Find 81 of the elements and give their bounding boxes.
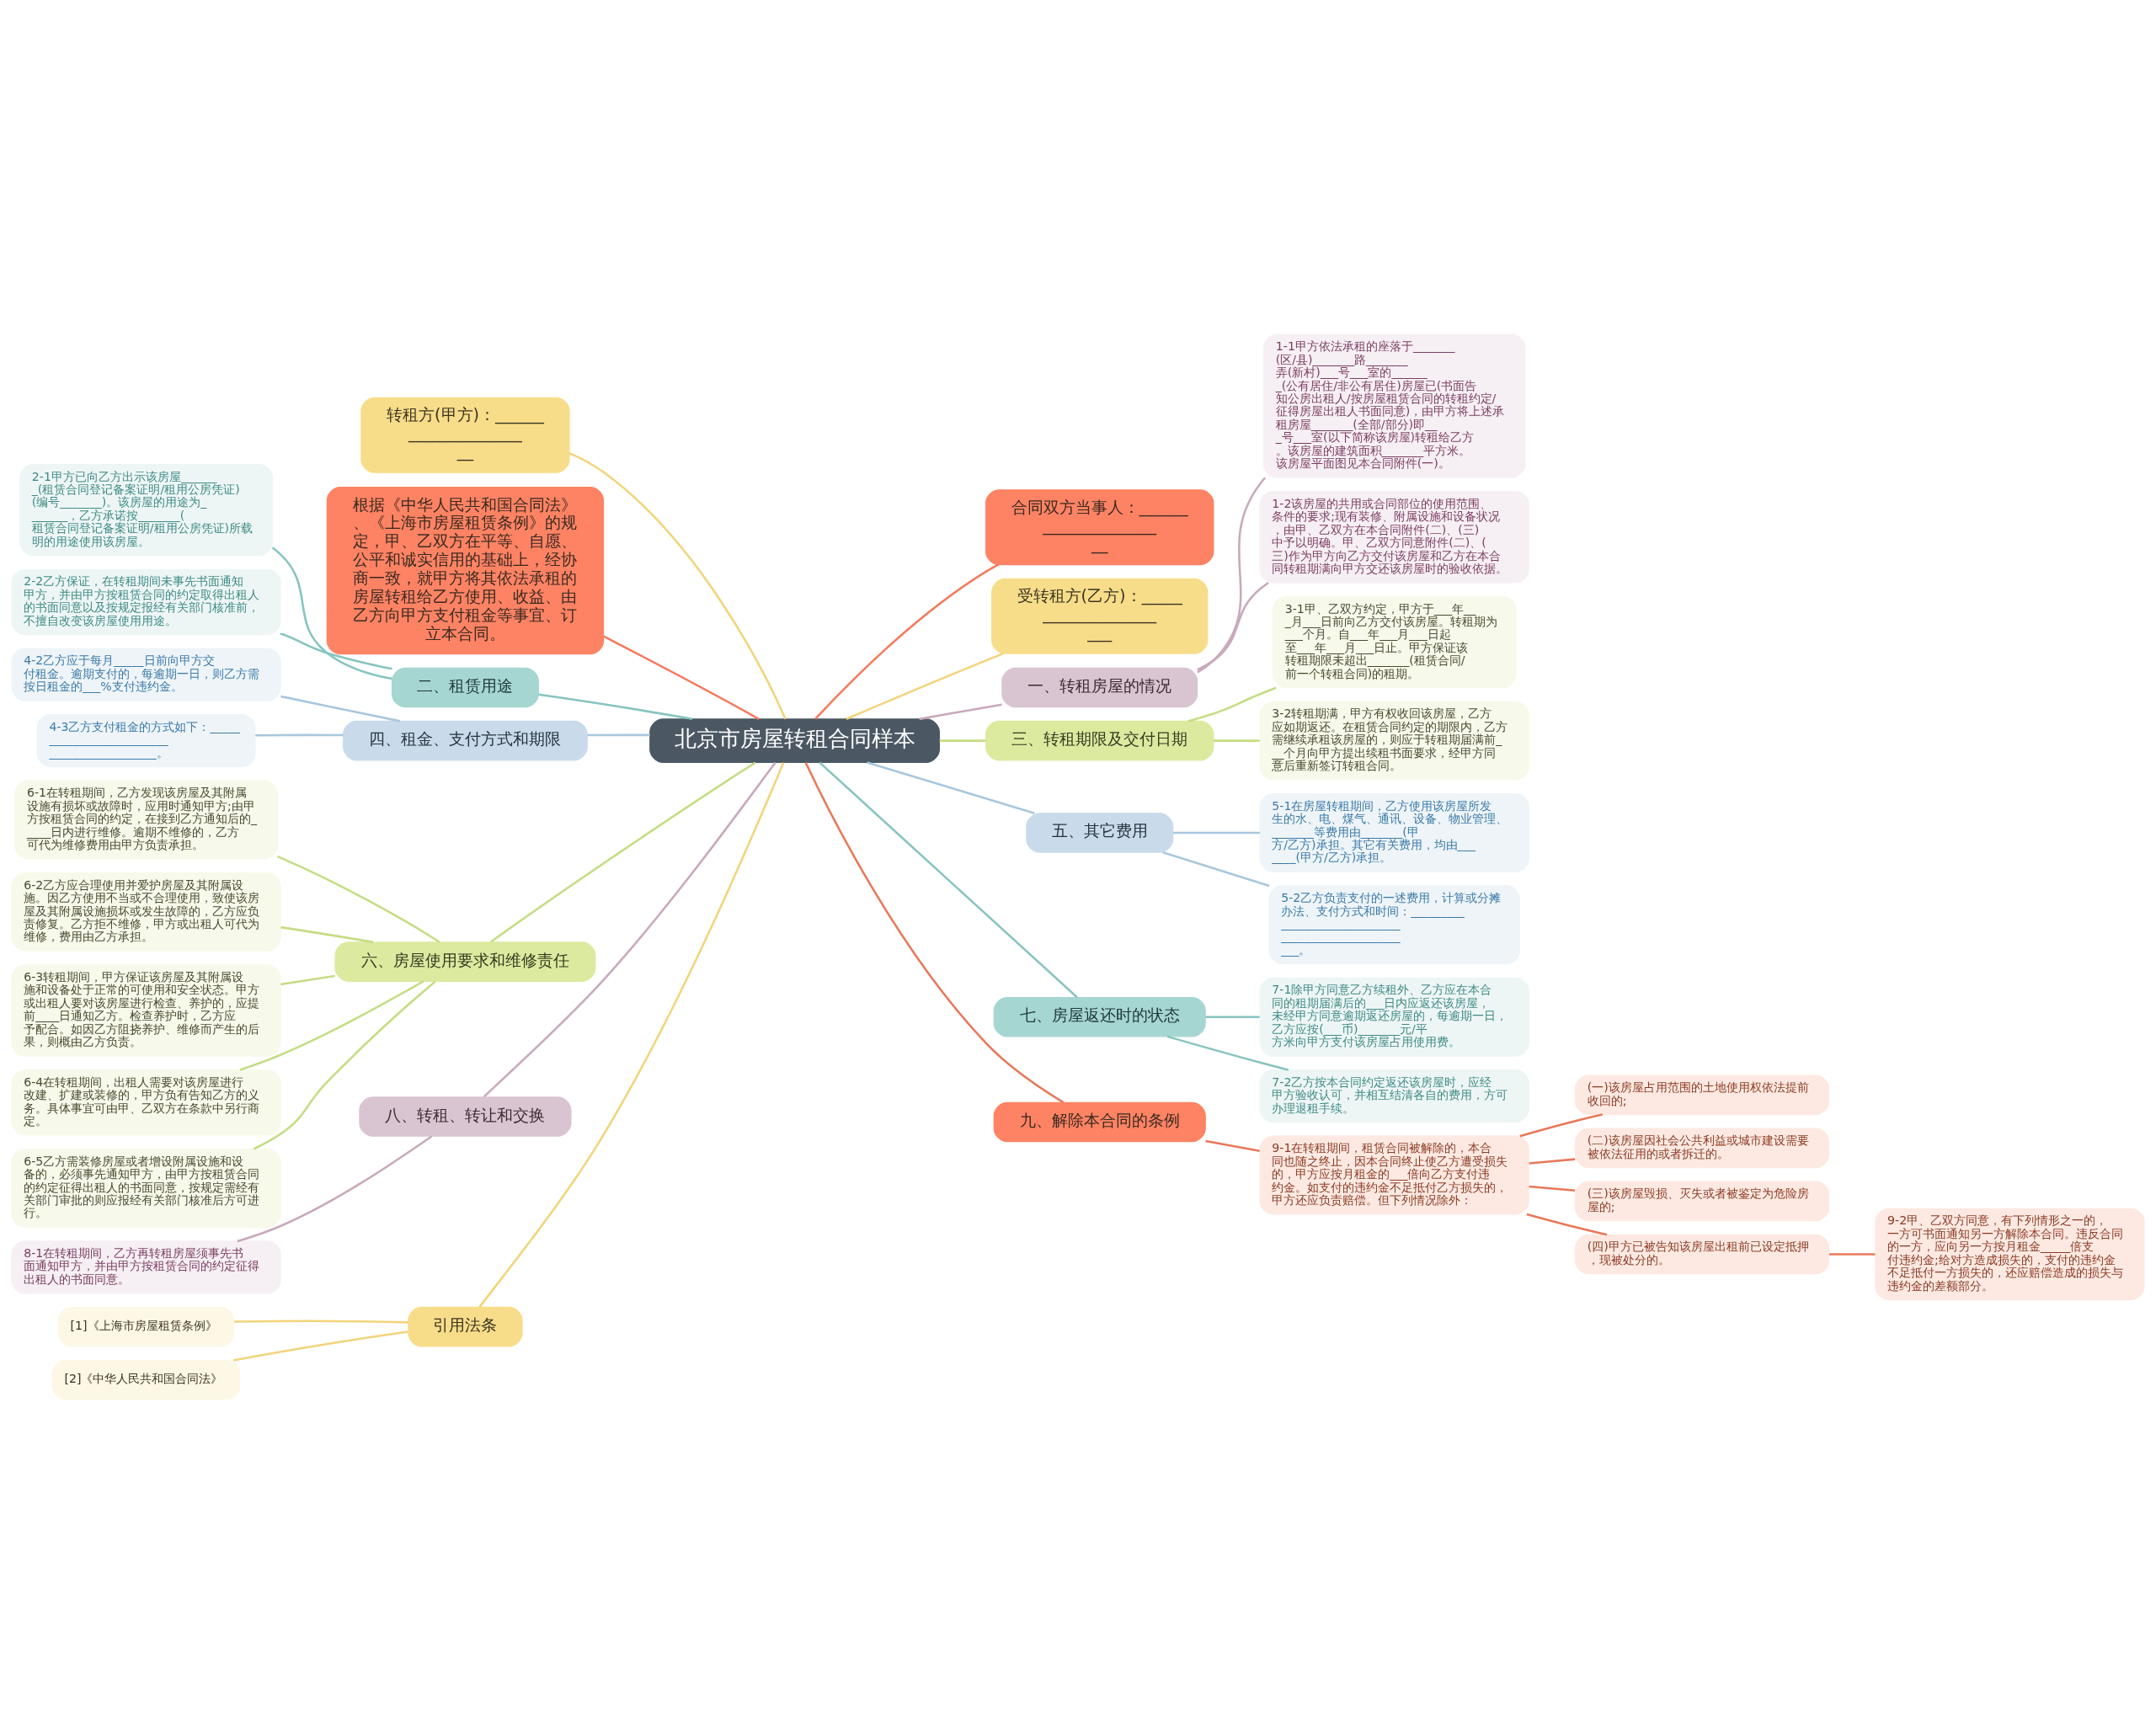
node-box: 7-2乙方按本合同约定返还该房屋时，应经甲方验收认可，并相互结清各自的费用，方可办理退租手续。 — [1259, 1069, 1529, 1122]
connector — [814, 563, 999, 719]
connector — [237, 1134, 433, 1242]
node-box: 6-4在转租期间，出租人需要对该房屋进行改建、扩建或装修的，甲方负有告知乙方的义务。具体事宜可由甲、乙双方在条款中另行商定。 — [11, 1069, 281, 1136]
connector — [939, 739, 986, 742]
connector — [819, 760, 1078, 998]
node-box: 4-3乙方支付租金的方式如下：___________________________________________。 — [36, 713, 256, 767]
node-box: [1]《上海市房屋租赁条例》 — [57, 1306, 235, 1346]
connector — [280, 925, 374, 943]
node-box: 2-2乙方保证，在转租期间未事先书面通知甲方，并由甲方按租赁合同的约定取得出租人的书面同意以及按规定报经有关部门核准前，不擅自改变该房屋使用用途。 — [11, 568, 281, 635]
connector — [1519, 1112, 1603, 1137]
connector — [603, 635, 760, 720]
connector — [1213, 739, 1260, 742]
connector — [232, 1330, 408, 1362]
node-box: 5-1在房屋转租期间，乙方使用该房屋所发生的水、电、煤气、通讯、设备、物业管理、_______等费用由_______(甲方/乙方)承担。其它有关费用，均由_______(甲方/乙方)承担。 — [1259, 792, 1529, 872]
connector — [234, 1320, 408, 1324]
node-box: 五、其它费用 — [1026, 812, 1174, 853]
connector — [276, 855, 440, 943]
connector — [1197, 476, 1267, 674]
node-box: 八、转租、转让和交换 — [359, 1096, 572, 1137]
connector — [919, 702, 1002, 720]
node-box: 3-1甲、乙双方约定，甲方于___年___月___日前向乙方交付该房屋。转租期为___个月。自___年___月___日起至___年___月___日止。甲方保证该转租期限未超出_______(租赁合同/前一个转租合同)的租期。 — [1272, 595, 1517, 688]
node-box: (二)该房屋因社会公共利益或城市建设需要被依法征用的或者拆迁的。 — [1574, 1128, 1830, 1168]
node-box: 引用法条 — [408, 1306, 523, 1346]
node-box: 四、租金、支付方式和期限 — [343, 720, 588, 760]
connector — [490, 761, 756, 943]
node-box: 6-2乙方应合理使用并爱护房屋及其附属设施。因乙方使用不当或不合理使用，致使该房屋及其附属设施损坏或发生故障的，乙方应负责修复。乙方拒不维修，甲方或出租人可代为维修，费用由乙方承担。 — [11, 872, 281, 952]
connector — [1187, 686, 1277, 723]
node-box: 6-3转租期间，甲方保证该房屋及其附属设施和设备处于正常的可使用和安全状态。甲方或出租人要对该房屋进行检查、养护的，应提前____日通知乙方。检查养护时，乙方应予配合。如因乙方阻挠养护、维修而产生的后果，则概由乙方负责。 — [11, 963, 281, 1057]
node-box: 1-2该房屋的共用或合同部位的使用范围、条件的要求;现有装修、附属设施和设备状况，由甲、乙双方在本合同附件(二)、(三)中予以明确。甲、乙双方同意附件(二)、(三)作为甲方向乙方交付该房屋和乙方在本合同转租期满向甲方交还该房屋时的验收依据。 — [1259, 490, 1529, 583]
node-box: 六、房屋使用要求和维修责任 — [334, 941, 596, 982]
connector — [1526, 1213, 1608, 1235]
connector — [1205, 1139, 1260, 1152]
connector — [846, 652, 1004, 720]
connector — [279, 632, 392, 670]
connector — [1529, 1157, 1576, 1165]
connector — [255, 733, 344, 736]
node-box: 合同双方当事人：______________________ — [985, 488, 1214, 565]
node-box: 三、转租期限及交付日期 — [985, 720, 1214, 760]
node-box: 7-1除甲方同意乙方续租外、乙方应在本合同的租期届满后的___日内应返还该房屋，未经甲方同意逾期返还房屋的，每逾期一日，乙方应按(___币)_______元/平方米向甲方支付该房屋占用使用费。 — [1259, 977, 1529, 1057]
node-box: (四)甲方已被告知该房屋出租前已设定抵押，现被处分的。 — [1574, 1234, 1830, 1274]
node-box: 6-1在转租期间，乙方发现该房屋及其附属设施有损坏或故障时，应用时通知甲方;由甲方按租赁合同的约定，在接到乙方通知后的_____日内进行维修。逾期不维修的，乙方可代为维修费用由甲方负责承担。 — [14, 780, 278, 859]
connector — [483, 761, 776, 1097]
connector — [1529, 1185, 1576, 1192]
connector — [253, 980, 436, 1150]
node-box: 受转租方(乙方)：______________________ — [991, 578, 1209, 654]
node-box: 5-2乙方负责支付的一述费用，计算或分摊办法、支付方式和时间：____________________________________________________。 — [1268, 884, 1520, 964]
node-box: 七、房屋返还时的状态 — [993, 996, 1206, 1037]
node-box: 4-2乙方应于每月_____日前向甲方交付租金。逾期支付的，每逾期一日，则乙方需按日租金的___%支付违约金。 — [11, 648, 281, 701]
node-box: 根据《中华人民共和国合同法》、《上海市房屋租赁条例》的规定，甲、乙双方在平等、自愿、公平和诚实信用的基础上，经协商一致，就甲方将其依法承租的房屋转租给乙方使用、收益、由乙方向甲方支付租金等事宜、订立本合同。 — [326, 486, 605, 654]
node-box: [2]《中华人民共和国合同法》 — [51, 1359, 241, 1400]
connector — [804, 761, 1065, 1103]
connector — [280, 974, 335, 985]
node-box: 北京市房屋转租合同样本 — [649, 717, 940, 763]
connector — [587, 733, 650, 736]
connector — [280, 695, 401, 723]
node-box: 九、解除本合同的条例 — [993, 1101, 1206, 1142]
connector — [1829, 1252, 1876, 1256]
node-box: 9-1在转租期间，租赁合同被解除的，本合同也随之终止，因本合同终止使乙方遭受损失的，甲方应按月租金的___倍向乙方支付违约金。如支付的违约金不足抵付乙方损失的，甲方还应负责赔偿。但下列情况除外： — [1259, 1135, 1529, 1214]
node-box: 一、转租房屋的情况 — [1001, 667, 1198, 707]
node-box: (一)该房屋占用范围的土地使用权依法提前收回的; — [1574, 1074, 1830, 1115]
node-box: 1-1甲方依法承租的座落于_______(区/县)_______路_______弄(新村)___号___室的_______(公有居住/非公有居住)房屋已(书面告知公房出租人/按房屋租赁合同的转租约定/征得房屋出租人书面同意)，由甲方将上述承租房屋_______(全部/部分)即___号___室(以下简称该房屋)转租给乙方。该房屋的建筑面积_______平方米。该房屋平面图见本合同附件(一)。 — [1263, 333, 1526, 478]
node-box: 9-2甲、乙双方同意，有下列情形之一的，一方可书面通知另一方解除本合同。违反合同的一方，应向另一方按月租金_____倍支付违约金;给对方造成损失的，支付的违约金不足抵付一方损失的，还应赔偿造成的损失与违约金的差额部分。 — [1875, 1208, 2145, 1300]
node-box: 2-1甲方已向乙方出示该房屋_______(租赁合同登记备案证明/租用公房凭证)(编号_______)。该房屋的用途为_______，乙方承诺按_______(租赁合同登记备案证明/租用公房凭证)所载明的用途使用该房屋。 — [19, 463, 274, 556]
node-box: 6-5乙方需装修房屋或者增设附属设施和设备的，必须事先通知甲方，由甲方按租赁合同的约定征得出租人的书面同意，按规定需经有关部门审批的则应报经有关部门核准后方可进行。 — [11, 1148, 281, 1228]
connector — [1166, 1035, 1289, 1071]
node-box: (三)该房屋毁损、灭失或者被鉴定为危险房屋的; — [1574, 1181, 1830, 1221]
connector — [478, 761, 785, 1308]
connector — [1197, 581, 1269, 671]
connector — [1172, 831, 1261, 834]
node-box: 转租方(甲方)：______________________ — [360, 397, 570, 473]
connector — [568, 451, 787, 719]
node-box: 3-2转租期满，甲方有权收回该房屋，乙方应如期返还。在租赁合同约定的期限内，乙方需继续承租该房屋的，则应于转租期届满前___个月向甲方提出续租书面要求，经甲方同意后重新签订转租合同。 — [1259, 701, 1529, 781]
connector — [239, 979, 424, 1071]
connector — [867, 760, 1035, 814]
connector — [1205, 1015, 1260, 1018]
node-box: 二、租赁用途 — [391, 667, 539, 707]
connector — [1162, 851, 1270, 887]
node-box: 8-1在转租期间，乙方再转租房屋须事先书面通知甲方，并由甲方按租赁合同的约定征得出租人的书面同意。 — [11, 1240, 281, 1293]
connector — [271, 546, 392, 680]
connector — [538, 693, 693, 720]
